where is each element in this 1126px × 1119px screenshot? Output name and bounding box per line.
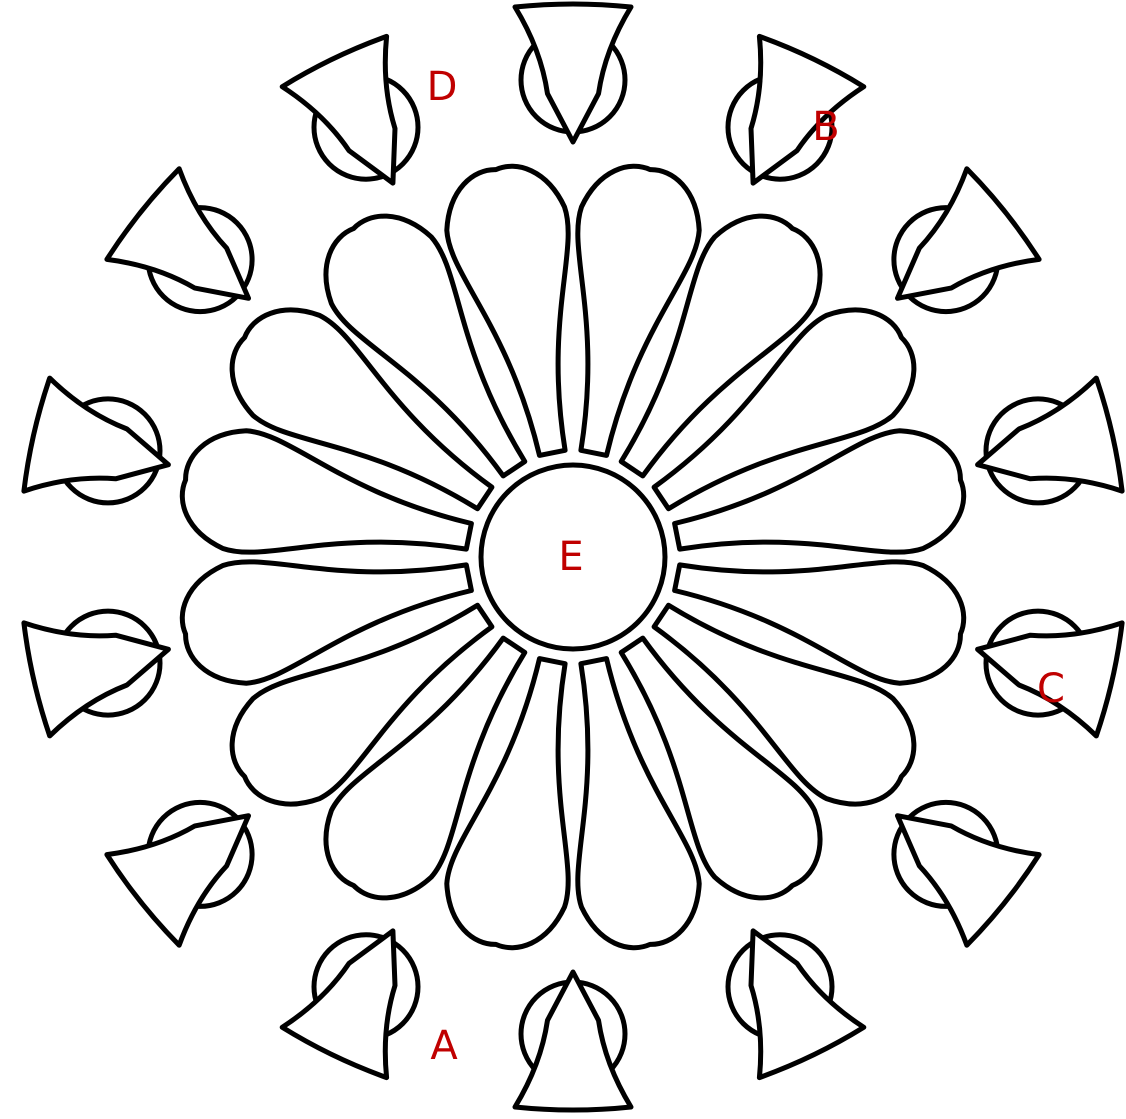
label-e: E [558,534,583,580]
label-c: C [1037,666,1065,712]
label-d: D [427,64,458,110]
label-b: B [812,104,839,150]
label-a: A [430,1023,458,1069]
